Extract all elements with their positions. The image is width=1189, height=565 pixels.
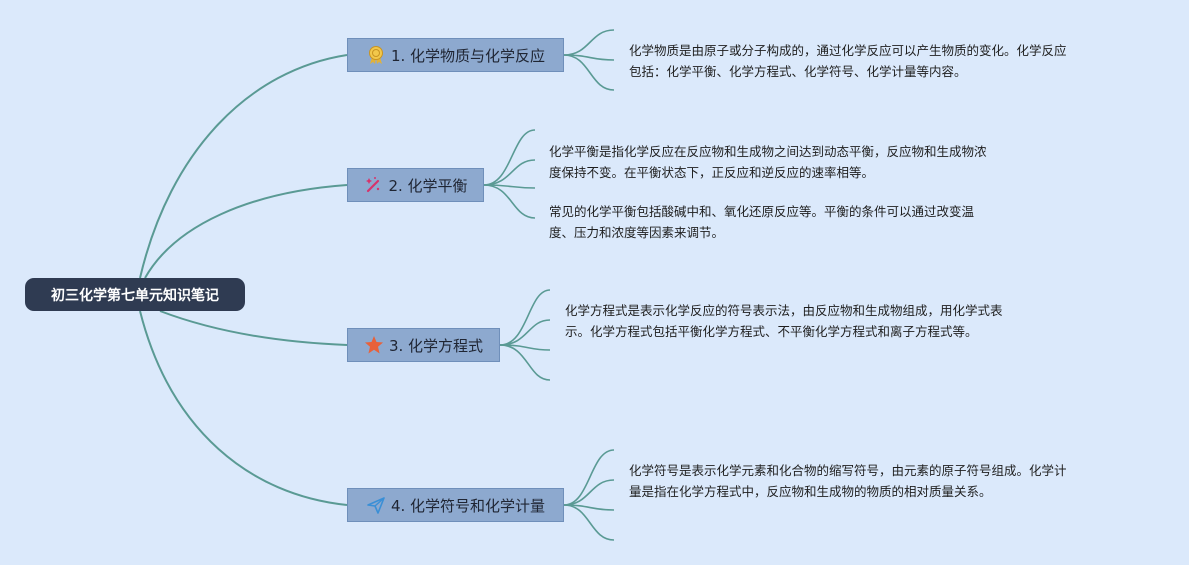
note-line: 化学方程式是表示化学反应的符号表示法，由反应物和生成物组成，用化学式表: [565, 303, 1003, 318]
note-2-2: 常见的化学平衡包括酸碱中和、氧化还原反应等。平衡的条件可以通过改变温 度、压力和…: [549, 201, 974, 243]
note-3-1: 化学方程式是表示化学反应的符号表示法，由反应物和生成物组成，用化学式表 示。化学…: [565, 300, 1003, 342]
branch-node-2[interactable]: 2. 化学平衡: [347, 168, 484, 202]
paper-plane-icon: [366, 495, 386, 515]
root-connector-4: [139, 310, 348, 506]
branch-node-4[interactable]: 4. 化学符号和化学计量: [347, 488, 564, 522]
note-line: 化学物质是由原子或分子构成的，通过化学反应可以产生物质的变化。化学反应: [629, 43, 1067, 58]
root-node[interactable]: 初三化学第七单元知识笔记: [25, 278, 245, 311]
root-connector-3: [159, 310, 348, 346]
award-ribbon-icon: [366, 45, 386, 65]
note-line: 度、压力和浓度等因素来调节。: [549, 225, 725, 240]
root-connector-1: [139, 54, 348, 279]
root-title: 初三化学第七单元知识笔记: [51, 287, 219, 304]
branch-label-1: 1. 化学物质与化学反应: [390, 46, 546, 65]
note-line: 常见的化学平衡包括酸碱中和、氧化还原反应等。平衡的条件可以通过改变温: [549, 204, 975, 219]
note-line: 示。化学方程式包括平衡化学方程式、不平衡化学方程式和离子方程式等。: [565, 324, 978, 339]
note-line: 包括：化学平衡、化学方程式、化学符号、化学计量等内容。: [629, 64, 967, 79]
star-icon: [364, 335, 384, 355]
note-4-1: 化学符号是表示化学元素和化合物的缩写符号，由元素的原子符号组成。化学计 量是指在…: [629, 460, 1067, 502]
branch-label-2: 2. 化学平衡: [388, 176, 468, 195]
note-line: 度保持不变。在平衡状态下，正反应和逆反应的速率相等。: [549, 165, 875, 180]
note-1-1: 化学物质是由原子或分子构成的，通过化学反应可以产生物质的变化。化学反应 包括：化…: [629, 40, 1067, 82]
branch-label-3: 3. 化学方程式: [388, 336, 484, 355]
note-line: 化学符号是表示化学元素和化合物的缩写符号，由元素的原子符号组成。化学计: [629, 463, 1067, 478]
note-2-1: 化学平衡是指化学反应在反应物和生成物之间达到动态平衡，反应物和生成物浓 度保持不…: [549, 141, 987, 183]
branch-label-4: 4. 化学符号和化学计量: [390, 496, 546, 515]
note-line: 量是指在化学方程式中，反应物和生成物的物质的相对质量关系。: [629, 484, 992, 499]
magic-wand-icon: [363, 175, 383, 195]
root-connector-2: [144, 184, 348, 279]
branch-node-1[interactable]: 1. 化学物质与化学反应: [347, 38, 564, 72]
branch-node-3[interactable]: 3. 化学方程式: [347, 328, 500, 362]
note-line: 化学平衡是指化学反应在反应物和生成物之间达到动态平衡，反应物和生成物浓: [549, 144, 987, 159]
